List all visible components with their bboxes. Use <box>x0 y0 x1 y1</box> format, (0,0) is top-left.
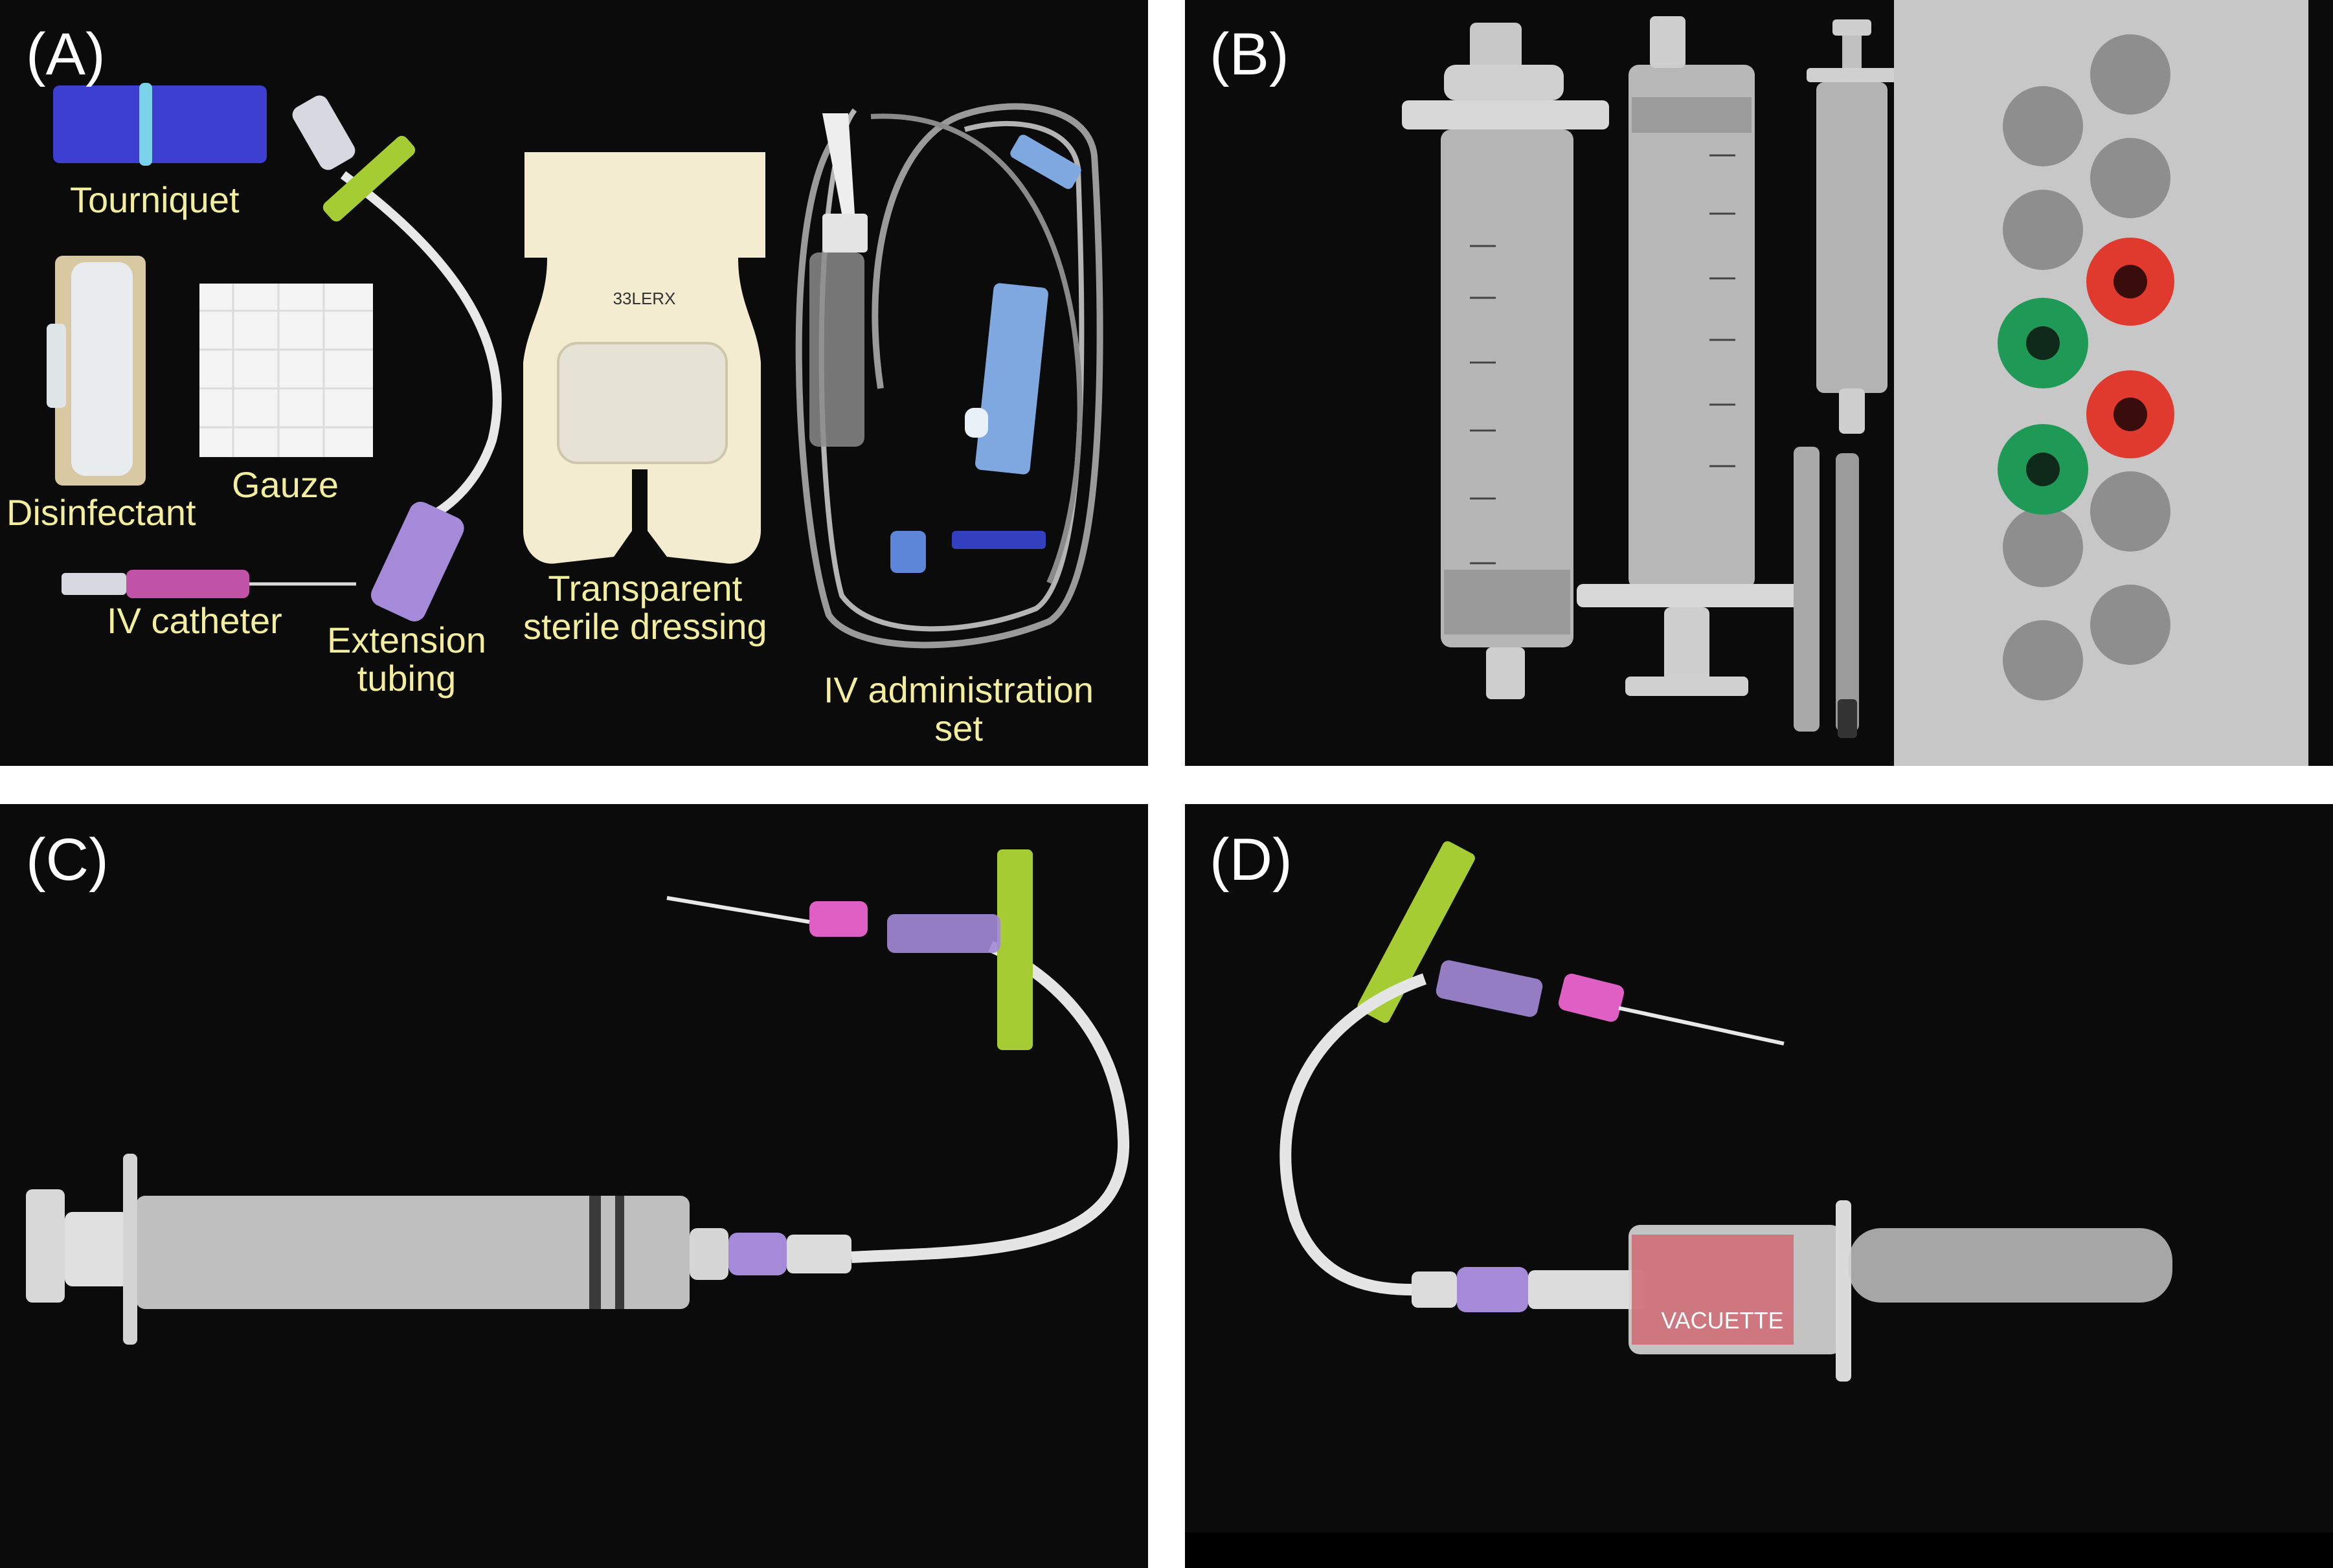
panel-b: (B) <box>1185 0 2333 766</box>
panel-d-photo: VACUETTE <box>1185 804 2333 1568</box>
caption-extension-tubing-line2: tubing <box>357 657 456 699</box>
caption-extension-tubing-line1: Extension <box>327 620 486 660</box>
syringe-30ml-inverted <box>1577 16 1807 696</box>
syringe-30ml <box>1402 23 1609 699</box>
tube-rack <box>1894 0 2308 766</box>
sterile-dressing: 33LERX <box>523 152 765 564</box>
needles <box>1794 447 1859 738</box>
panel-a-photo: 33LERX <box>0 0 1148 766</box>
caption-iv-catheter: IV catheter <box>107 600 282 641</box>
panel-c-label: (C) <box>26 827 109 893</box>
iv-administration-set <box>795 103 1103 649</box>
panel-b-photo <box>1185 0 2333 766</box>
tube-brand-label: VACUETTE <box>1661 1307 1783 1334</box>
extension-tubing <box>292 95 502 622</box>
gauze <box>199 284 373 457</box>
panel-b-label: (B) <box>1210 21 1289 87</box>
caption-tourniquet: Tourniquet <box>70 179 240 220</box>
caption-sterile-dressing-line1: Transparent <box>548 568 743 609</box>
caption-gauze: Gauze <box>232 464 339 505</box>
green-capped-tube <box>1998 298 2088 515</box>
panel-c: (C) <box>0 804 1148 1568</box>
panel-a: 33LERX (A) Tourniquet Disinfectant Gauze… <box>0 0 1148 766</box>
panel-c-photo <box>0 804 1148 1568</box>
vacutainer-assembly: VACUETTE <box>1279 841 2172 1382</box>
dressing-print: 33LERX <box>613 289 676 308</box>
panel-d-label: (D) <box>1210 827 1292 893</box>
caption-iv-set-line2: set <box>934 707 983 748</box>
syringe-small <box>1807 19 1897 434</box>
caption-iv-set-line1: IV administration <box>824 669 1094 710</box>
caption-extension-tubing: Extension tubing <box>327 620 486 699</box>
caption-sterile-dressing: Transparent sterile dressing <box>523 568 767 647</box>
syringe-with-extension <box>26 849 1130 1345</box>
iv-catheter <box>62 570 356 598</box>
red-capped-tube <box>2086 238 2174 458</box>
caption-iv-set: IV administration set <box>824 671 1094 748</box>
tourniquet <box>53 83 267 166</box>
disinfectant <box>47 256 146 486</box>
caption-disinfectant: Disinfectant <box>6 492 196 533</box>
panel-a-label: (A) <box>26 21 106 87</box>
caption-sterile-dressing-line2: sterile dressing <box>523 605 767 647</box>
panel-d: VACUETTE (D) <box>1185 804 2333 1568</box>
